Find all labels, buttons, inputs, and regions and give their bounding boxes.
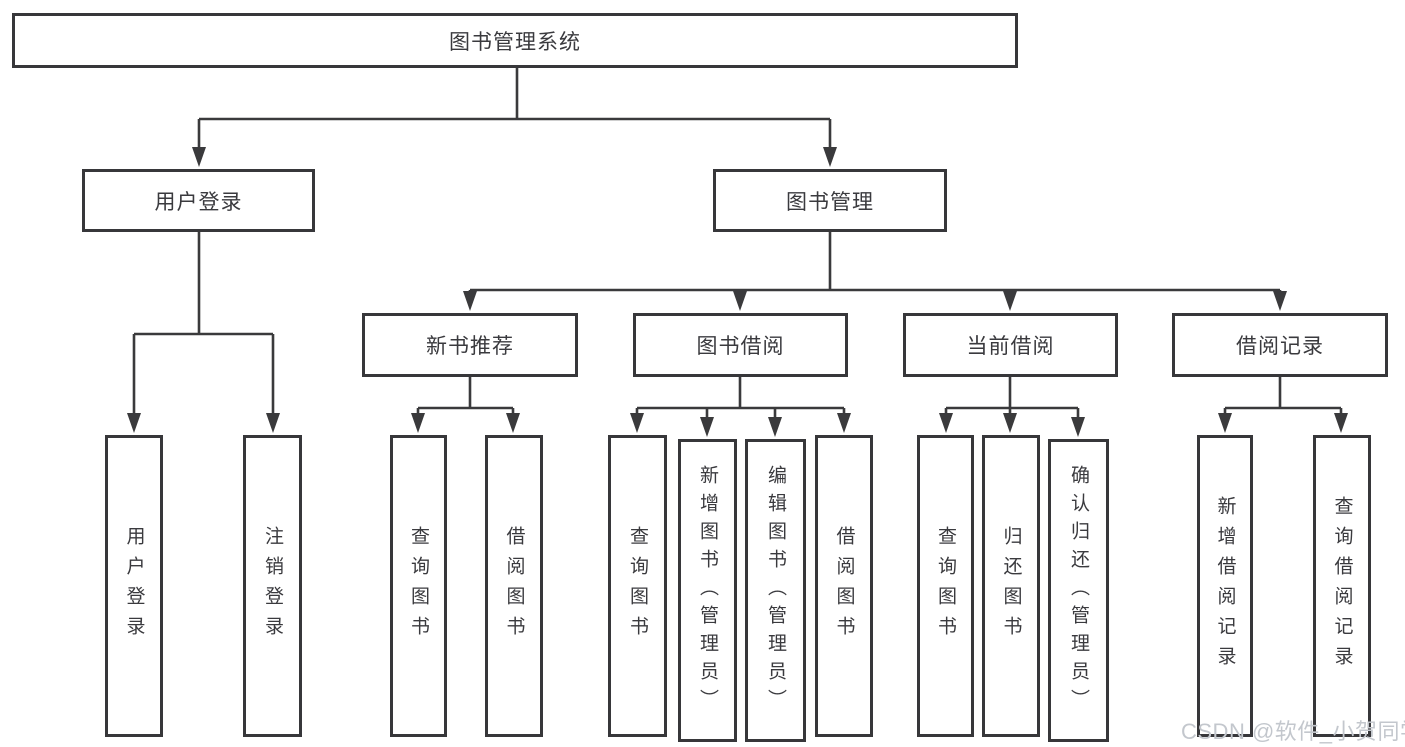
node-new-book-recommend: 新书推荐 <box>362 313 578 377</box>
leaf-label: 借阅图书 <box>833 526 855 646</box>
leaf-label: 归还图书 <box>1000 526 1022 646</box>
leaf-borrow-books-2: 借阅图书 <box>815 435 873 737</box>
node-borrowing-records: 借阅记录 <box>1172 313 1388 377</box>
leaf-edit-books-admin: 编辑图书（管理员） <box>745 439 806 742</box>
connector-userlogin-to-leaves <box>132 232 275 426</box>
node-book-management: 图书管理 <box>713 169 947 232</box>
connector-borrowrecord-to-leaves <box>1223 377 1343 426</box>
leaf-query-books-1: 查询图书 <box>390 435 447 737</box>
connector-bookborrow-to-leaves <box>635 377 846 430</box>
leaf-label: 编辑图书（管理员） <box>765 464 786 717</box>
leaf-label: 查询图书 <box>627 526 648 646</box>
connector-root-to-level2 <box>197 68 832 160</box>
node-user-login: 用户登录 <box>82 169 315 232</box>
leaf-logout: 注销登录 <box>243 435 302 737</box>
leaf-label: 查询图书 <box>935 526 956 646</box>
leaf-label: 查询借阅记录 <box>1331 496 1353 676</box>
leaf-label: 确认归还（管理员） <box>1068 464 1089 717</box>
leaf-query-borrow-record: 查询借阅记录 <box>1313 435 1371 737</box>
leaf-borrow-books-1: 借阅图书 <box>485 435 543 737</box>
connector-newbookrec-to-leaves <box>416 377 515 426</box>
connector-bookmgmt-to-level3 <box>468 232 1282 305</box>
leaf-user-login: 用户登录 <box>105 435 163 737</box>
leaf-label: 新增借阅记录 <box>1214 496 1236 676</box>
leaf-label: 新增图书（管理员） <box>697 464 718 717</box>
leaf-label: 用户登录 <box>123 526 145 646</box>
arrowheads <box>127 147 1348 437</box>
leaf-query-books-2: 查询图书 <box>608 435 667 737</box>
leaf-add-books-admin: 新增图书（管理员） <box>678 439 737 742</box>
leaf-return-books: 归还图书 <box>982 435 1040 737</box>
leaf-query-books-3: 查询图书 <box>917 435 974 737</box>
leaf-confirm-return-admin: 确认归还（管理员） <box>1048 439 1109 742</box>
leaf-label: 注销登录 <box>262 526 283 646</box>
node-book-borrowing: 图书借阅 <box>633 313 848 377</box>
csdn-watermark: CSDN @软件_小贺同学 <box>1181 719 1405 744</box>
leaf-label: 借阅图书 <box>503 526 525 646</box>
node-current-borrowing: 当前借阅 <box>903 313 1118 377</box>
leaf-add-borrow-record: 新增借阅记录 <box>1197 435 1253 737</box>
node-root-system: 图书管理系统 <box>12 13 1018 68</box>
leaf-label: 查询图书 <box>408 526 429 646</box>
